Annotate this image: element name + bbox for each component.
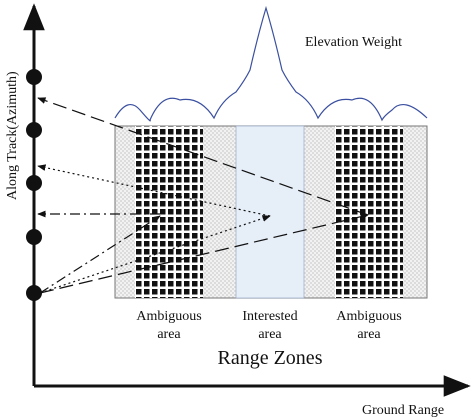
elevation-weight-label: Elevation Weight: [305, 35, 402, 50]
range-zones-box: [114, 125, 428, 299]
center-zone-label-line1: Interested: [242, 309, 297, 324]
position-dot: [26, 175, 42, 191]
position-dot: [26, 122, 42, 138]
echo-path-dash-dot: [39, 215, 161, 294]
right-zone-label-line2: area: [357, 327, 381, 342]
right-ambiguous-zone: [335, 126, 403, 298]
center-zone-label-line2: area: [258, 327, 282, 342]
echo-path-long-dash: [37, 97, 369, 216]
echo-paths: [37, 97, 369, 294]
position-dot: [26, 69, 42, 85]
range-zones-caption: Range Zones: [218, 347, 323, 369]
left-ambiguous-zone: [135, 126, 203, 298]
position-dot: [26, 285, 42, 301]
position-dot: [26, 229, 42, 245]
elevation-weight-curve: [114, 5, 428, 122]
x-axis-label: Ground Range: [362, 403, 444, 418]
right-zone-label-line1: Ambiguous: [336, 309, 401, 324]
echo-path-long-dash: [39, 213, 369, 294]
interested-zone: [235, 125, 305, 299]
left-zone-label-line1: Ambiguous: [136, 309, 201, 324]
echo-path-dotted: [39, 215, 271, 294]
y-axis-label: Along Track(Azimuth): [5, 71, 20, 200]
platform-positions: [26, 69, 42, 301]
left-zone-label-line2: area: [157, 327, 181, 342]
